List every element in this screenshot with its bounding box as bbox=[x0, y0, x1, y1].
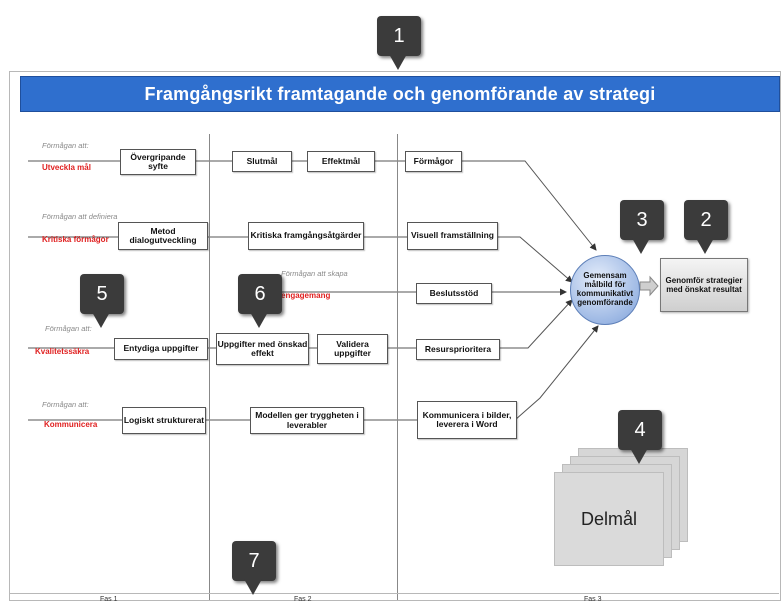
ability-hint: Förmågan att: bbox=[45, 324, 92, 333]
step-box: Metod dialogutveckling bbox=[118, 222, 208, 250]
phase-label-3: Fas 3 bbox=[584, 596, 602, 603]
phase-divider-2 bbox=[397, 134, 398, 600]
step-box: Entydiga uppgifter bbox=[114, 338, 208, 360]
step-box: Resursprioritera bbox=[416, 339, 500, 360]
ability-label: Utveckla mål bbox=[42, 163, 91, 172]
callout-6: 6 bbox=[238, 274, 282, 328]
phase-label-2: Fas 2 bbox=[294, 596, 312, 603]
callout-number: 3 bbox=[636, 208, 648, 231]
step-box: Beslutsstöd bbox=[416, 283, 492, 304]
goal-circle: Gemensam målbild för kommunikativt genom… bbox=[570, 255, 640, 325]
result-box: Genomför strategier med önskat resultat bbox=[660, 258, 748, 312]
callout-2: 2 bbox=[684, 200, 728, 254]
callout-number: 1 bbox=[393, 24, 405, 47]
step-box: Slutmål bbox=[232, 151, 292, 172]
step-box: Kommunicera i bilder, leverera i Word bbox=[417, 401, 517, 439]
phase-label-1: Fas 1 bbox=[100, 596, 118, 603]
ability-label: Kommunicera bbox=[44, 420, 98, 429]
step-box: Logiskt strukturerat bbox=[122, 407, 206, 434]
ability-hint: Förmågan att: bbox=[42, 400, 89, 409]
document-stack: Delmål bbox=[554, 472, 664, 566]
ability-label: Kvalitetssäkra bbox=[35, 347, 90, 356]
document-stack-label: Delmål bbox=[580, 508, 637, 529]
callout-number: 2 bbox=[700, 208, 712, 231]
callout-number: 6 bbox=[254, 282, 266, 305]
ability-hint: Förmågan att skapa bbox=[281, 269, 348, 278]
callout-3: 3 bbox=[620, 200, 664, 254]
step-box: Övergripande syfte bbox=[120, 149, 196, 175]
phase-baseline bbox=[9, 593, 779, 594]
step-box: Uppgifter med önskad effekt bbox=[216, 333, 309, 365]
callout-4: 4 bbox=[618, 410, 662, 464]
callout-number: 7 bbox=[248, 549, 260, 572]
callout-5: 5 bbox=[80, 274, 124, 328]
step-box: Kritiska framgångsåtgärder bbox=[248, 222, 364, 250]
step-box: Validera uppgifter bbox=[317, 334, 388, 364]
step-box: Modellen ger tryggheten i leverabler bbox=[250, 407, 364, 434]
step-box: Förmågor bbox=[405, 151, 462, 172]
callout-number: 5 bbox=[96, 282, 108, 305]
callout-number: 4 bbox=[634, 418, 646, 441]
title-banner: Framgångsrikt framtagande och genomföran… bbox=[20, 76, 780, 112]
ability-label: engagemang bbox=[281, 291, 331, 300]
phase-divider-1 bbox=[209, 134, 210, 600]
ability-hint: Förmågan att definiera bbox=[42, 212, 118, 221]
ability-hint: Förmågan att: bbox=[42, 141, 89, 150]
callout-1: 1 bbox=[377, 16, 421, 70]
step-box: Effektmål bbox=[307, 151, 375, 172]
ability-label: Kritiska förmågor bbox=[42, 235, 109, 244]
step-box: Visuell framställning bbox=[407, 222, 498, 250]
callout-7: 7 bbox=[232, 541, 276, 595]
